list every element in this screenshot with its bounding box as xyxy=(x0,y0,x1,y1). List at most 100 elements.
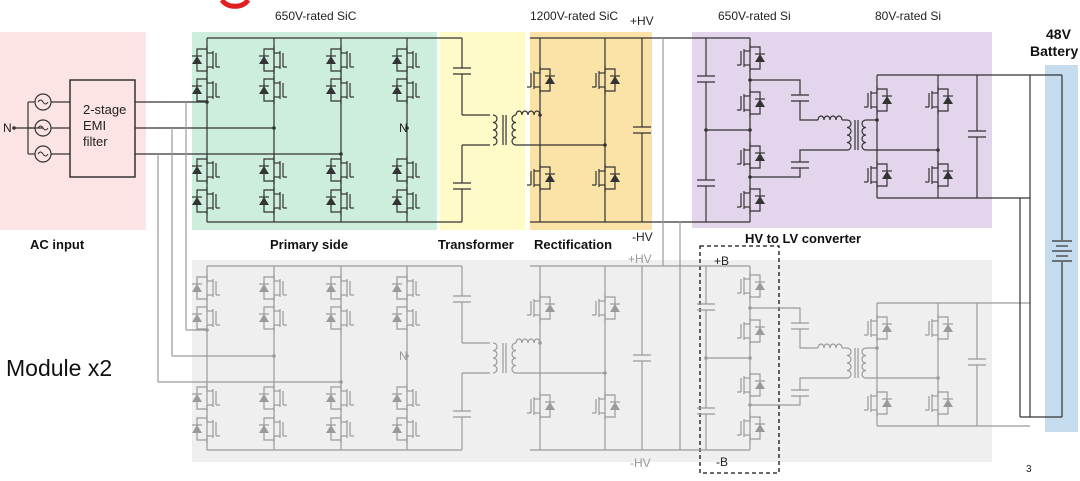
mosfet-switch-icon xyxy=(326,46,354,74)
transformer-winding-icon xyxy=(492,114,498,146)
diode-icon xyxy=(755,54,765,62)
hv-minus-label: -HV xyxy=(632,230,653,244)
wire xyxy=(799,329,818,349)
hv-to-lv-label: HV to LV converter xyxy=(745,231,862,246)
diode-icon xyxy=(326,284,336,292)
inductor-icon xyxy=(515,110,541,116)
inductor-icon xyxy=(515,338,541,344)
module-count-label: Module x2 xyxy=(6,355,113,381)
diode-icon xyxy=(392,197,402,205)
mosfet-switch-icon xyxy=(259,46,287,74)
diode-icon xyxy=(755,381,765,389)
wire xyxy=(799,377,847,390)
ac-input-label: AC input xyxy=(30,237,85,252)
diode-icon xyxy=(326,166,336,174)
diode-icon xyxy=(943,171,953,179)
diode-icon xyxy=(882,399,892,407)
diode-icon xyxy=(755,424,765,432)
diode-icon xyxy=(392,56,402,64)
mosfet-switch-icon xyxy=(326,415,354,443)
module2-region xyxy=(192,260,992,462)
mosfet-switch-icon xyxy=(737,44,765,72)
mosfet-switch-icon xyxy=(864,161,892,189)
mosfet-switch-icon xyxy=(259,76,287,104)
mosfet-switch-icon xyxy=(192,274,220,302)
junction-dot xyxy=(748,356,752,360)
module2-hv-minus-label: -HV xyxy=(630,456,651,470)
diode-icon xyxy=(545,76,555,84)
diode-icon xyxy=(392,394,402,402)
diode-icon xyxy=(882,324,892,332)
junction-dot xyxy=(405,126,409,130)
mosfet-switch-icon xyxy=(326,156,354,184)
wire xyxy=(799,149,847,162)
mosfet-switch-icon xyxy=(326,304,354,332)
transformer-winding-icon xyxy=(861,119,867,151)
diode-icon xyxy=(755,99,765,107)
junction-dot xyxy=(538,341,542,345)
mosfet-switch-icon xyxy=(192,384,220,412)
mosfet-switch-icon xyxy=(864,314,892,342)
mosfet-switch-icon xyxy=(192,46,220,74)
junction-dot xyxy=(936,376,940,380)
sine-icon xyxy=(37,99,49,105)
sine-icon xyxy=(37,151,49,157)
diode-icon xyxy=(392,166,402,174)
diode-icon xyxy=(192,425,202,433)
mosfet-switch-icon xyxy=(737,143,765,171)
diode-icon xyxy=(545,304,555,312)
primary-side-label: Primary side xyxy=(270,237,349,252)
diode-icon xyxy=(259,56,269,64)
diode-icon xyxy=(392,425,402,433)
diode-icon xyxy=(259,86,269,94)
diode-icon xyxy=(755,196,765,204)
diode-icon xyxy=(259,284,269,292)
diode-icon xyxy=(259,425,269,433)
diode-icon xyxy=(392,284,402,292)
dcdc-rating-label: 650V-rated Si xyxy=(718,9,791,23)
junction-dot xyxy=(875,346,879,350)
mosfet-switch-icon xyxy=(392,76,420,104)
mosfet-switch-icon xyxy=(326,384,354,412)
mosfet-switch-icon xyxy=(392,384,420,412)
mosfet-switch-icon xyxy=(737,371,765,399)
mosfet-switch-icon xyxy=(737,414,765,442)
transformer-region xyxy=(440,32,525,230)
mosfet-switch-icon xyxy=(864,389,892,417)
page-number: 3 xyxy=(1026,464,1032,475)
hv-plus-label: +HV xyxy=(630,14,654,28)
rectification-region xyxy=(530,32,652,230)
ac-input-region xyxy=(0,32,146,230)
mosfet-switch-icon xyxy=(259,304,287,332)
junction-dot xyxy=(603,371,607,375)
junction-dot xyxy=(748,128,752,132)
transformer-winding-icon xyxy=(492,342,498,374)
emi-label-2: EMI xyxy=(83,118,107,133)
junction-dot xyxy=(704,356,708,360)
lv-rating-label: 80V-rated Si xyxy=(875,9,942,23)
diode-icon xyxy=(755,282,765,290)
diode-icon xyxy=(192,166,202,174)
inductor-icon xyxy=(817,115,843,121)
wire xyxy=(750,307,801,323)
neutral-label-primary: N xyxy=(399,121,408,135)
diode-icon xyxy=(610,174,620,182)
mosfet-switch-icon xyxy=(259,187,287,215)
mosfet-switch-icon xyxy=(737,272,765,300)
diode-icon xyxy=(755,153,765,161)
wire xyxy=(750,396,801,406)
wire xyxy=(750,168,801,178)
diode-icon xyxy=(545,402,555,410)
mosfet-switch-icon xyxy=(737,186,765,214)
junction-dot xyxy=(875,118,879,122)
transformer-label: Transformer xyxy=(438,237,514,252)
module-2-circuit xyxy=(192,265,1030,451)
mosfet-switch-icon xyxy=(192,187,220,215)
mosfet-switch-icon xyxy=(592,392,620,420)
junction-dot xyxy=(12,126,16,130)
mosfet-switch-icon xyxy=(259,274,287,302)
mosfet-switch-icon xyxy=(592,66,620,94)
mosfet-switch-icon xyxy=(192,415,220,443)
rectification-label: Rectification xyxy=(534,237,613,252)
